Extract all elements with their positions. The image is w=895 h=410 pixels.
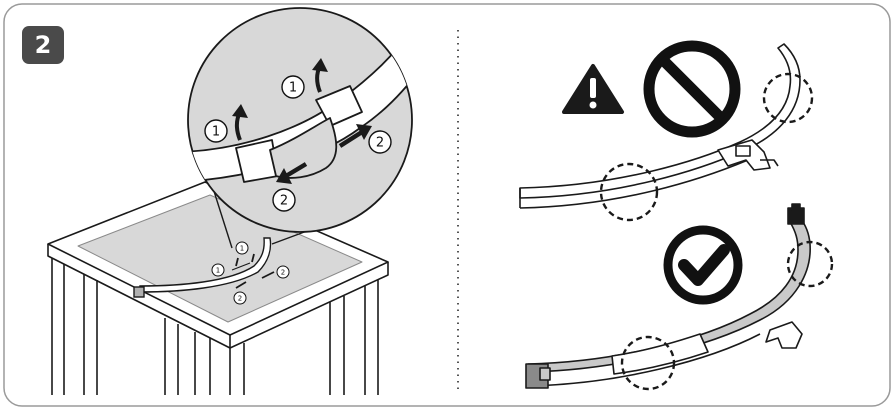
callout-2-bottom [272, 188, 296, 212]
callout-1-left-label: 1 [212, 125, 220, 140]
step-badge: 2 [22, 26, 64, 64]
warning-triangle-icon [562, 64, 624, 114]
callout-small-2b [233, 291, 247, 305]
check-circle-icon [663, 225, 743, 305]
step-number: 2 [34, 31, 52, 59]
incorrect-focus-circles [599, 72, 814, 222]
callout-1-top-label: 1 [289, 81, 297, 96]
zoom-detail [188, 19, 412, 184]
callout-2-right-label: 2 [376, 136, 384, 151]
callout-small-1a-label: 1 [216, 267, 220, 275]
callout-small-2a-label: 2 [281, 269, 285, 277]
callout-2-bottom-label: 2 [280, 194, 288, 209]
focus-circle-bend [762, 72, 814, 124]
prohibited-icon [643, 40, 741, 138]
correct-focus-circles [620, 240, 834, 391]
table-illustration [47, 181, 389, 395]
hose-small [133, 237, 275, 298]
callout-small-1b [235, 241, 249, 255]
zoom-circle [187, 7, 413, 233]
callout-small-1b-label: 1 [240, 245, 244, 253]
callout-2-right [368, 130, 392, 154]
small-callouts: 1 1 2 2 [211, 241, 290, 305]
zoom-leader-left [211, 184, 233, 249]
panel-border [3, 3, 891, 407]
focus-circle-bend-ok [786, 240, 834, 288]
callout-small-2a [276, 265, 290, 279]
focus-circle-base-ok [620, 335, 676, 391]
hose-correct [525, 203, 811, 389]
hose-incorrect [519, 43, 801, 209]
callout-small-2b-label: 2 [238, 295, 242, 303]
zoom-callouts: 1 1 2 2 [204, 75, 392, 212]
focus-circle-base [599, 162, 659, 222]
callout-small-1a [211, 263, 225, 277]
callout-1-left [204, 119, 228, 143]
callout-1-top [281, 75, 305, 99]
